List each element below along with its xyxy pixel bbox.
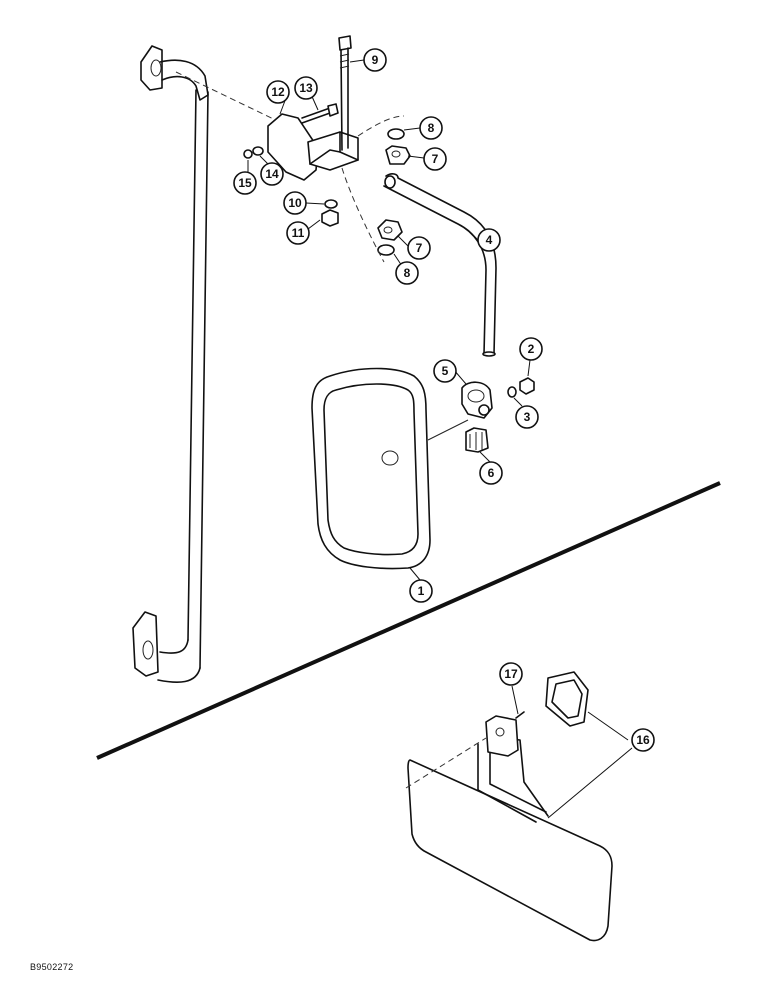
svg-text:8: 8	[428, 121, 435, 135]
grab-handle-icon	[132, 45, 209, 683]
callout-16: 16	[631, 728, 655, 752]
clamp-hardware-icon	[427, 377, 535, 453]
callout-17: 17	[499, 662, 523, 686]
svg-text:5: 5	[442, 364, 449, 378]
svg-text:14: 14	[265, 167, 279, 181]
svg-text:12: 12	[271, 85, 285, 99]
svg-text:6: 6	[488, 466, 495, 480]
callout-8-lower: 8	[395, 261, 419, 285]
svg-text:7: 7	[416, 241, 423, 255]
svg-text:15: 15	[238, 176, 252, 190]
callout-12: 12	[266, 80, 290, 104]
callout-6: 6	[479, 461, 503, 485]
callout-9: 9	[363, 48, 387, 72]
leader-lines	[247, 59, 633, 819]
svg-text:13: 13	[299, 81, 313, 95]
callout-8-upper: 8	[419, 116, 443, 140]
sun-visor-icon	[405, 671, 613, 942]
svg-text:4: 4	[486, 233, 493, 247]
catalog-number: B9502272	[30, 962, 74, 972]
callout-13: 13	[294, 76, 318, 100]
svg-text:17: 17	[504, 667, 518, 681]
callout-15: 15	[233, 171, 257, 195]
svg-text:16: 16	[636, 733, 650, 747]
svg-text:10: 10	[288, 196, 302, 210]
callout-11: 11	[286, 221, 310, 245]
svg-text:7: 7	[432, 152, 439, 166]
callout-4: 4	[477, 228, 501, 252]
mirror-icon	[311, 367, 431, 570]
callout-3: 3	[515, 405, 539, 429]
callout-7-lower: 7	[407, 236, 431, 260]
bracket-assembly-icon	[243, 35, 411, 263]
svg-text:2: 2	[528, 342, 535, 356]
callout-5: 5	[433, 359, 457, 383]
callout-1: 1	[409, 579, 433, 603]
svg-text:11: 11	[292, 226, 305, 240]
svg-text:3: 3	[524, 410, 531, 424]
callout-2: 2	[519, 337, 543, 361]
callout-7-upper: 7	[423, 147, 447, 171]
svg-text:8: 8	[404, 266, 411, 280]
callout-10: 10	[283, 191, 307, 215]
callout-14: 14	[260, 162, 284, 186]
svg-text:9: 9	[372, 53, 379, 67]
divider-line	[96, 481, 721, 760]
svg-text:1: 1	[418, 584, 425, 598]
